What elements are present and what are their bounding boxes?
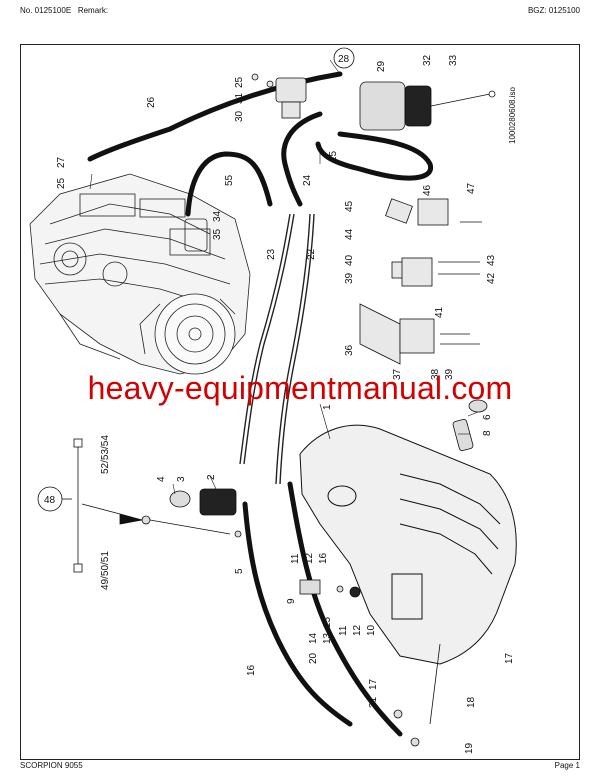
label-27: 27: [56, 156, 67, 168]
label-13: 13: [322, 632, 333, 644]
label-33: 33: [448, 54, 459, 66]
label-49-50-51: 49/50/51: [100, 551, 111, 590]
fuel-tank: [299, 424, 517, 665]
label-52-53-54: 52/53/54: [100, 435, 111, 474]
label-26: 26: [146, 96, 157, 108]
header-doc-info: No. 0125100E Remark:: [20, 6, 108, 15]
label-38: 38: [430, 368, 441, 380]
label-31: 31: [234, 92, 245, 104]
label-5: 5: [234, 568, 245, 574]
callout-48: 48: [44, 495, 56, 506]
small-parts: [141, 399, 488, 747]
label-42: 42: [486, 272, 497, 284]
fuel-filter: [359, 81, 496, 131]
label-55: 55: [224, 174, 235, 186]
sensor-cable: [60, 438, 143, 573]
label-34: 34: [212, 210, 223, 222]
label-11a: 11: [290, 553, 301, 564]
label-6: 6: [482, 414, 493, 420]
callout-28: 28: [338, 54, 350, 65]
label-12b: 12: [352, 624, 363, 636]
bgz-number: BGZ: 0125100: [527, 6, 580, 15]
callout-circle-28: [333, 47, 355, 69]
label-32: 32: [422, 54, 433, 66]
label-1: 1: [322, 404, 333, 410]
label-4: 4: [156, 476, 167, 482]
remark-label: Remark:: [77, 6, 109, 15]
label-25c: 25: [328, 150, 339, 162]
footer-page: Page 1: [554, 761, 580, 770]
label-2: 2: [206, 474, 217, 480]
label-40: 40: [344, 254, 355, 266]
label-39b: 39: [444, 368, 455, 380]
label-25a: 25: [56, 177, 67, 189]
label-25b: 25: [234, 76, 245, 88]
footer-model: SCORPION 9055: [20, 761, 83, 770]
engine-assembly: [29, 173, 251, 375]
label-45: 45: [344, 200, 355, 212]
label-37: 37: [392, 368, 403, 380]
document-number: No. 0125100E: [20, 6, 72, 15]
label-19: 19: [464, 742, 475, 754]
label-23: 23: [266, 248, 277, 260]
drawing-id: 1000280608.iso: [508, 87, 517, 144]
label-14: 14: [308, 632, 319, 644]
label-9: 9: [286, 598, 297, 604]
label-47: 47: [466, 182, 477, 194]
label-17a: 17: [504, 652, 515, 664]
leader-lines: [89, 59, 479, 495]
callout-circle-48: [37, 486, 63, 512]
bracket-parts: [359, 198, 482, 365]
label-15: 15: [322, 616, 333, 628]
label-44: 44: [344, 228, 355, 240]
label-43: 43: [486, 254, 497, 266]
label-16a: 16: [318, 552, 329, 564]
label-35: 35: [212, 228, 223, 240]
label-12a: 12: [304, 552, 315, 564]
label-36: 36: [344, 344, 355, 356]
label-17b: 17: [368, 678, 379, 690]
fuel-pump: [251, 73, 307, 119]
drawing-frame: [20, 44, 580, 760]
label-39a: 39: [344, 272, 355, 284]
fuel-pipes: [239, 213, 315, 485]
label-21: 21: [368, 696, 379, 708]
label-3: 3: [176, 476, 187, 482]
label-46: 46: [422, 184, 433, 196]
label-8: 8: [482, 430, 493, 436]
exploded-parts-diagram: 48 28 1000280608.iso 26 25 27 30 31 25 2…: [29, 47, 517, 754]
part-labels: 26 25 27 30 31 25 29 32 33 25 24 55 35 3…: [56, 54, 515, 754]
watermark-text: heavy-equipmentmanual.com: [87, 370, 513, 406]
label-20: 20: [308, 652, 319, 664]
label-22: 22: [306, 248, 317, 260]
label-41: 41: [434, 306, 445, 318]
label-24: 24: [302, 174, 313, 186]
label-11b: 11: [338, 625, 349, 636]
label-30: 30: [234, 110, 245, 122]
label-18: 18: [466, 696, 477, 708]
label-29: 29: [376, 60, 387, 72]
label-16b: 16: [246, 664, 257, 676]
label-10: 10: [366, 624, 377, 636]
